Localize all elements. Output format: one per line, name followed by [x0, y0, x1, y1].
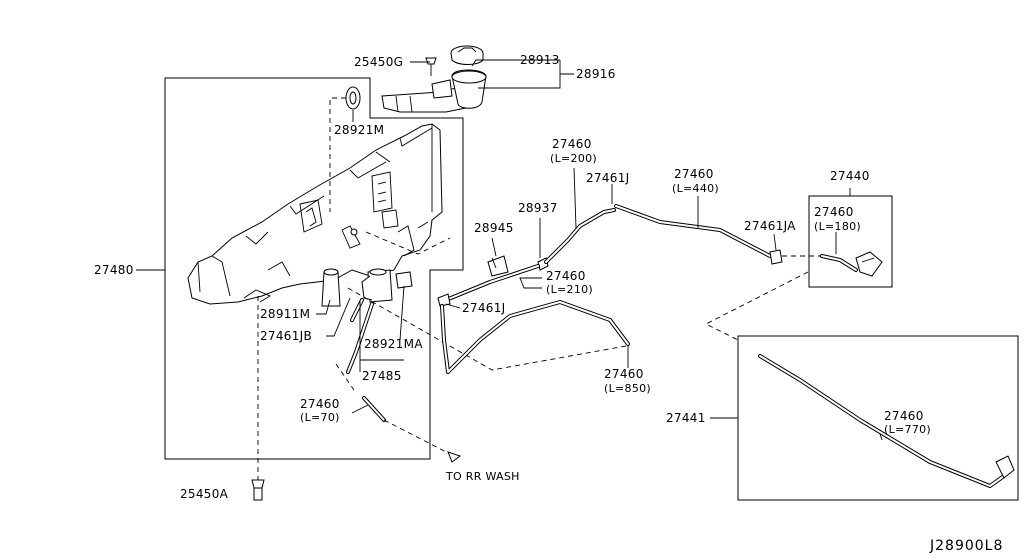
label-28937: 28937 [518, 201, 558, 215]
hose-440-part: 27460 [674, 167, 714, 181]
hose-770-length: (L=770) [884, 423, 931, 436]
label-27461J-lower: 27461J [462, 301, 506, 315]
hose-850-length: (L=850) [604, 382, 651, 395]
label-27461JA: 27461JA [744, 219, 796, 233]
hose-210-part: 27460 [546, 269, 586, 283]
hose-180-length: (L=180) [814, 220, 861, 233]
reservoir-assembly-frame [164, 77, 464, 460]
grommet-28921M [345, 86, 361, 110]
hose-200-length: (L=200) [550, 152, 597, 165]
rear-hose-connector [995, 455, 1015, 479]
hose-210-length: (L=210) [546, 283, 593, 296]
hose-850-part: 27460 [604, 367, 644, 381]
filler-tube [381, 69, 487, 113]
rear-nozzle-box [808, 195, 893, 288]
clip-28945 [487, 255, 509, 277]
hose-70-length: (L=70) [300, 411, 340, 424]
label-27440: 27440 [830, 169, 870, 183]
level-sensor-28911M [321, 268, 341, 307]
label-28921MA: 28921MA [364, 337, 423, 351]
label-27461JB: 27461JB [260, 329, 312, 343]
label-27485: 27485 [362, 369, 402, 383]
bolt-25450G [425, 57, 437, 76]
label-28913: 28913 [520, 53, 560, 67]
label-27480: 27480 [94, 263, 134, 277]
label-27441: 27441 [666, 411, 706, 425]
label-28911M: 28911M [260, 307, 310, 321]
hose-440-length: (L=440) [672, 182, 719, 195]
rear-washer-nozzle [855, 251, 883, 277]
hose-770-part: 27460 [884, 409, 924, 423]
label-27461J-upper: 27461J [586, 171, 630, 185]
label-28916: 28916 [576, 67, 616, 81]
label-25450G: 25450G [354, 55, 403, 69]
washer-tank [187, 123, 443, 305]
hose-200-part: 27460 [552, 137, 592, 151]
label-28921M: 28921M [334, 123, 384, 137]
washer-pump [361, 268, 413, 303]
to-rr-wash-label: TO RR WASH [445, 470, 520, 483]
rear-hose-box [737, 335, 1019, 501]
hose-180-part: 27460 [814, 205, 854, 219]
diagram-code: J28900L8 [929, 538, 1003, 554]
hose-70-part: 27460 [300, 397, 340, 411]
label-25450A: 25450A [180, 487, 229, 501]
to-rr-wash-arrow [447, 451, 462, 463]
bolt-25450A [251, 479, 265, 501]
filler-cap [450, 45, 484, 65]
label-28945: 28945 [474, 221, 514, 235]
